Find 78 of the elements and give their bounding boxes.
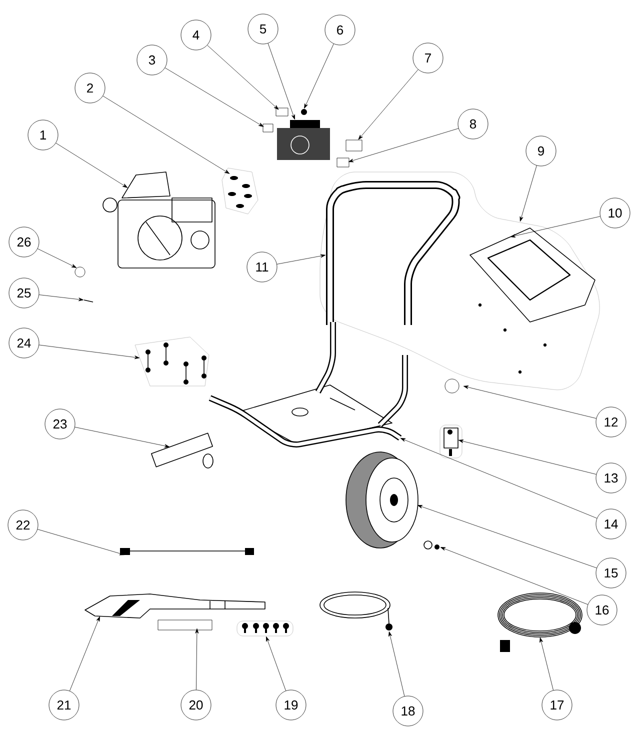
- callout-number: 6: [324, 14, 356, 46]
- callout-number: 21: [48, 690, 80, 720]
- callout-number: 10: [600, 198, 630, 228]
- leader-line: [56, 142, 128, 188]
- washer-drawing: [424, 540, 440, 550]
- callout-number: 11: [246, 252, 278, 282]
- hose-drawing: [498, 592, 582, 652]
- leader-line: [388, 631, 405, 696]
- callout-number: 8: [458, 108, 488, 140]
- callout-number: 5: [248, 14, 278, 44]
- callout-number: 22: [8, 510, 38, 540]
- leader-line: [458, 440, 596, 475]
- leader-line: [358, 69, 418, 140]
- handle-assembly-outline: [320, 172, 600, 390]
- callout-number: 2: [74, 72, 106, 104]
- leader-line: [266, 636, 286, 691]
- wand-drawing: [120, 548, 254, 555]
- callout-number: 14: [596, 508, 626, 540]
- plug-drawing: [346, 140, 362, 152]
- callout-number: 15: [596, 558, 626, 588]
- leader-line: [304, 44, 334, 109]
- callout-number: 9: [526, 136, 556, 166]
- leader-line: [195, 628, 199, 690]
- frame-drawing: [208, 322, 408, 448]
- callout-number: 12: [596, 406, 626, 438]
- callout-number: 1: [28, 120, 58, 150]
- cap-drawing: [74, 266, 86, 278]
- callout-number: 23: [44, 408, 76, 440]
- tube-drawing: [151, 432, 214, 468]
- leader-line: [463, 386, 596, 419]
- leader-line: [276, 254, 326, 264]
- leader-line: [102, 96, 230, 174]
- leader-line: [38, 344, 140, 360]
- wheel-drawing: [346, 452, 418, 548]
- leader-line: [74, 426, 170, 448]
- callout-number: 24: [8, 328, 40, 358]
- leader-line: [70, 616, 100, 692]
- leader-line: [520, 165, 537, 222]
- spray-gun-drawing: [84, 594, 266, 618]
- tool-drawing: [158, 620, 212, 630]
- leader-line: [417, 505, 597, 568]
- leader-line: [37, 529, 125, 556]
- nozzle-set-drawing: [236, 620, 294, 636]
- leader-line: [440, 547, 588, 605]
- leader-line: [207, 45, 279, 110]
- callout-number: 4: [180, 20, 212, 50]
- control-panel-drawing: [470, 228, 596, 374]
- callout-number: 13: [596, 462, 626, 494]
- callout-number: 20: [180, 690, 212, 720]
- spacer-drawing: [440, 424, 462, 458]
- callout-number: 16: [586, 594, 618, 626]
- callout-number: 17: [542, 690, 572, 720]
- callout-number: 7: [412, 42, 444, 74]
- engine-drawing: [102, 172, 216, 268]
- pump-drawing: [277, 120, 330, 160]
- leader-line: [400, 438, 598, 518]
- hose-coil-drawing: [320, 592, 392, 630]
- callout-number: 3: [136, 44, 168, 76]
- leader-line: [510, 216, 600, 238]
- knob-drawing: [444, 378, 460, 394]
- fitting-drawing: [262, 124, 274, 132]
- plug-drawing: [336, 158, 350, 168]
- leader-line: [38, 294, 84, 302]
- leader-line: [37, 248, 77, 268]
- callout-number: 26: [8, 226, 40, 258]
- callout-number: 19: [276, 690, 306, 720]
- leader-line: [268, 43, 295, 120]
- leader-line: [164, 68, 264, 127]
- plug-drawing: [301, 109, 307, 115]
- handle-drawing: [326, 181, 460, 325]
- callout-number: 25: [8, 278, 40, 308]
- bolt-group-drawing: [134, 336, 210, 386]
- leader-line: [540, 637, 554, 690]
- bolt-set-drawing: [222, 168, 258, 214]
- fitting-drawing: [276, 108, 288, 116]
- callout-number: 18: [392, 696, 424, 726]
- leader-line: [348, 128, 459, 162]
- pin-drawing: [84, 300, 94, 302]
